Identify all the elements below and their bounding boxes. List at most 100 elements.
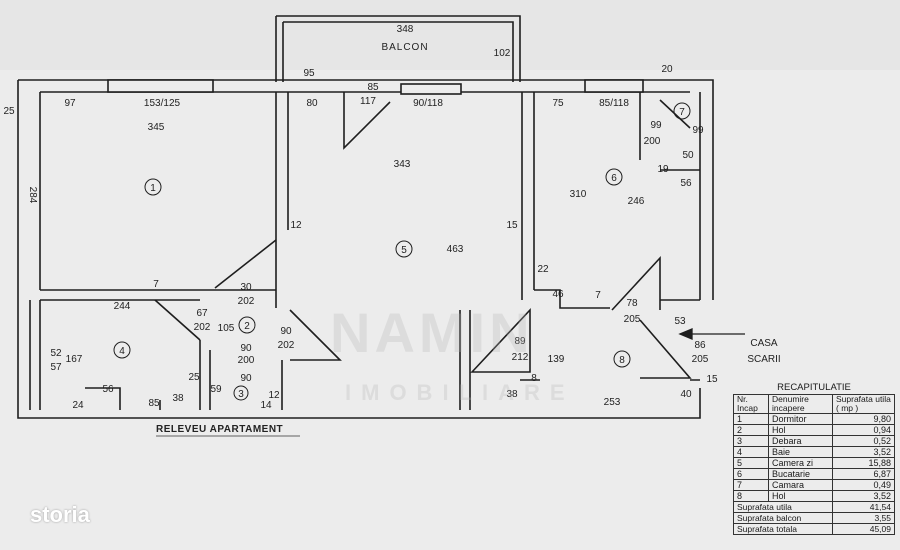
dimension-label: SCARII [747,354,780,365]
room-1-marker [144,178,162,196]
plan-title: RELEVEU APARTAMENT [156,424,283,435]
dimension-label: 117 [360,96,376,107]
room-nr-cell: 3 [733,435,769,447]
recap-title: RECAPITULATIE [777,382,851,393]
dimension-label: 97 [64,98,76,109]
dimension-label: 25 [188,372,200,383]
dimension-label: 105 [218,323,235,334]
room-name-cell: Camera zi [768,457,833,469]
plan-line [400,83,462,95]
dimension-label: 40 [680,389,692,400]
room-nr-cell: 2 [733,424,769,436]
plan-line [154,299,201,341]
dimension-label: 12 [290,220,302,231]
storia-logo: storia [30,502,90,527]
dimension-label: 78 [626,298,638,309]
room-3-marker [233,385,249,401]
dimension-label: 25 [3,106,15,117]
dimension-label: 167 [66,354,83,365]
room-area-cell: 0,94 [832,424,895,436]
dimension-label: 56 [680,178,692,189]
plan-line [459,310,471,410]
total-value: 3,55 [832,512,895,524]
dimension-label: 50 [682,150,694,161]
dimension-label: 15 [706,374,718,385]
room-name-cell: Dormitor [768,413,833,425]
header-area: Suprafata utila ( mp ) [832,394,895,414]
room-6-marker [605,168,623,186]
dimension-label: 99 [692,125,704,136]
dimension-label: 53 [674,316,686,327]
dimension-label: 90 [240,373,252,384]
dimension-label: 30 [240,282,252,293]
dimension-label: 86 [694,340,706,351]
room-name-cell: Bucatarie [768,468,833,480]
plan-line [584,79,644,93]
room-area-cell: 6,87 [832,468,895,480]
plan-line [282,21,514,82]
dimension-label: 56 [102,384,114,395]
dimension-label: 85 [367,82,379,93]
dimension-label: 15 [506,220,518,231]
dimension-label: 202 [278,340,295,351]
dimension-label: 90 [280,326,292,337]
dimension-label: 8 [531,373,537,384]
dimension-label: 244 [114,301,131,312]
room-nr-cell: 6 [733,468,769,480]
total-label: Suprafata utila [733,501,833,513]
plan-line [470,307,531,373]
dimension-label: 7 [595,290,601,301]
room-nr-cell: 1 [733,413,769,425]
room-name-cell: Debara [768,435,833,447]
dimension-label: 200 [644,136,661,147]
dimension-label: 95 [303,68,315,79]
dimension-label: 20 [661,64,673,75]
dimension-label: 90 [240,343,252,354]
room-area-cell: 15,88 [832,457,895,469]
dimension-label: 89 [514,336,526,347]
plan-line [29,300,41,410]
dimension-label: 67 [196,308,208,319]
dimension-label: 80 [306,98,318,109]
plan-line [214,239,277,289]
recap-table-panel: RECAPITULATIE Nr. Incap Denumire incaper… [733,382,895,535]
plan-line [678,328,693,340]
dimension-label: 75 [552,98,564,109]
room-8-marker [613,350,631,368]
dimension-label: 59 [210,384,222,395]
dimension-label: 253 [604,397,621,408]
dimension-label: 85/118 [599,98,629,109]
room-name-cell: Hol [768,490,833,502]
room-area-cell: 3,52 [832,490,895,502]
dimension-label: 463 [447,244,464,255]
dimension-label: 284 [27,187,38,204]
total-value: 41,54 [832,501,895,513]
room-nr-cell: 7 [733,479,769,491]
dimension-label: 12 [268,390,280,401]
wall-room1-room5 [275,92,289,308]
room-area-cell: 3,52 [832,446,895,458]
total-value: 45,09 [832,523,895,535]
plan-line [199,340,283,410]
room-8-number: 8 [619,355,625,366]
plan-line [85,387,161,410]
wall-room5-room6 [521,92,535,300]
room-6-number: 6 [611,173,617,184]
room-5-number: 5 [401,245,407,256]
room-7-number: 7 [679,107,685,118]
room-1-number: 1 [150,183,156,194]
dimension-label: 153/125 [144,98,181,109]
plan-line [17,80,701,419]
room-3-number: 3 [238,389,244,400]
dimension-label: 52 [50,348,62,359]
dimension-label: 46 [552,289,564,300]
dimension-label: 22 [537,264,549,275]
outer-wall [18,79,714,300]
